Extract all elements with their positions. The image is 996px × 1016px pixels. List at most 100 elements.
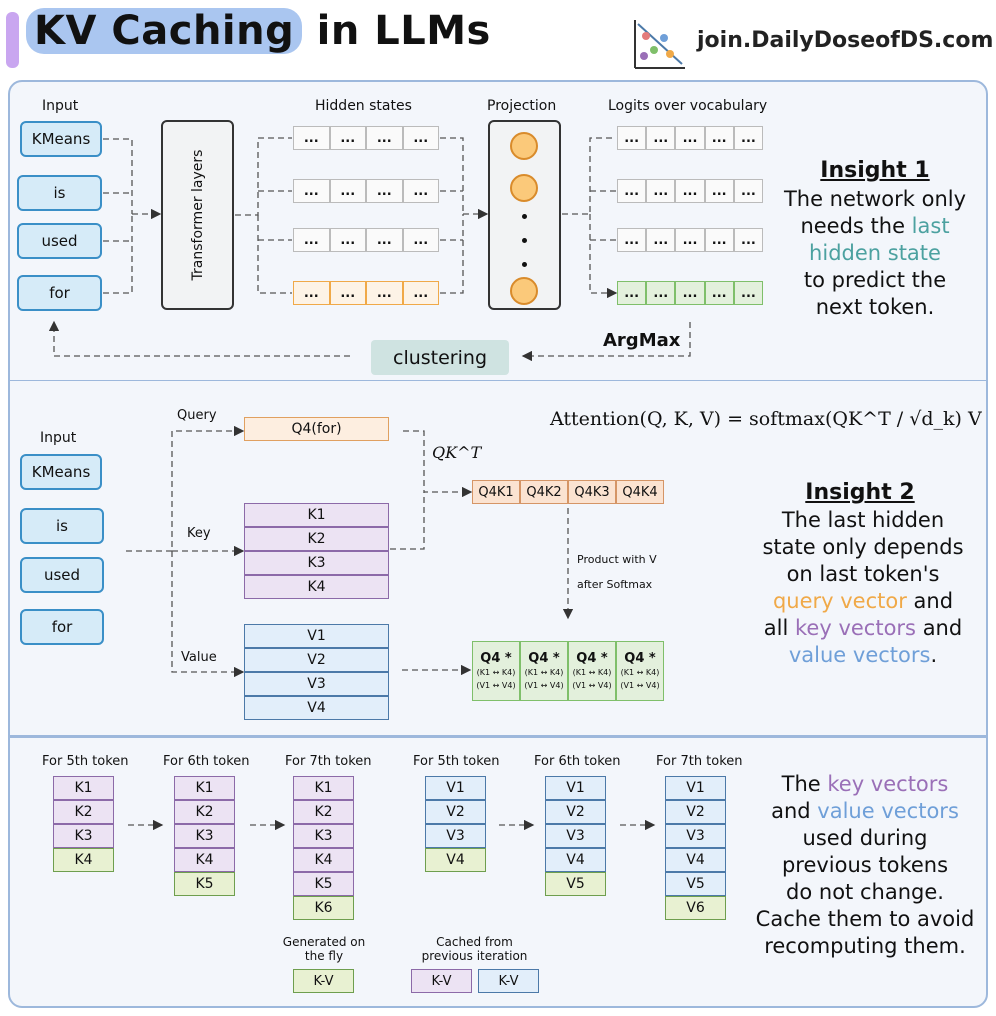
v-cache-cell: V1 [425, 776, 486, 800]
attention-score-cell: Q4K2 [520, 480, 568, 504]
logits-row-3: ............... [617, 228, 764, 252]
insight-1-title: Insight 1 [820, 158, 930, 183]
insight-1-line: The network only [783, 187, 967, 211]
v-new-cell: V6 [665, 896, 726, 920]
logit-cell: ... [646, 228, 676, 252]
attention-output-cell: Q4 *(K1 ↔ K4) (V1 ↔ V4) [520, 641, 568, 701]
attention-output-cell: Q4 *(K1 ↔ K4)(V1 ↔ V4) [472, 641, 520, 701]
output-sub: (V1 ↔ V4) [524, 680, 564, 690]
v-cache-cell: V4 [665, 848, 726, 872]
ellipsis-dot [522, 262, 527, 267]
panel-kv-cache [8, 736, 988, 1008]
insight-2-line: on last token's [786, 562, 940, 586]
legend-generated-label: Generated on the fly [274, 935, 374, 963]
v-stack-7th: V1 V2 V3 V4 V5 V6 [665, 776, 726, 920]
hidden-state-row-2: ............ [293, 179, 439, 203]
v-cache-cell: V5 [665, 872, 726, 896]
p1-token-kmeans: KMeans [20, 121, 102, 157]
insight-2-text: The last hidden state only depends on la… [748, 507, 978, 669]
v-new-cell: V4 [425, 848, 486, 872]
k-cache-cell: K2 [174, 800, 235, 824]
insight-3-line: Cache them to avoid [755, 907, 975, 931]
insight-2-value-highlight: value vectors [788, 643, 931, 667]
product-label-2: after Softmax [577, 578, 653, 591]
p1-token-used: used [17, 223, 102, 259]
hidden-cell: ... [293, 126, 330, 150]
hidden-cell: ... [402, 179, 439, 203]
v-new-cell: V5 [545, 872, 606, 896]
insight-2-text-part: and [916, 616, 963, 640]
value-cell: V1 [244, 624, 389, 648]
value-cell: V4 [244, 696, 389, 720]
key-cell: K2 [244, 527, 389, 551]
k-cache-cell: K4 [174, 848, 235, 872]
k-stack-6th: K1 K2 K3 K4 K5 [174, 776, 235, 896]
brand-url[interactable]: join.DailyDoseofDS.com [697, 28, 994, 53]
value-cell: V2 [244, 648, 389, 672]
hidden-state-row-last: ............ [293, 281, 439, 305]
title-accent-bar [6, 12, 19, 68]
v-label-5th: For 5th token [413, 754, 500, 769]
output-sub: (V1 ↔ V4) [572, 680, 612, 690]
transformer-layers-box: Transformer layers [161, 120, 234, 310]
insight-2-line: The last hidden [781, 508, 945, 532]
key-cell: K3 [244, 551, 389, 575]
legend-generated-line: Generated on [282, 935, 366, 949]
insight-1-line: needs the last [770, 213, 980, 240]
insight-3-text: The key vectors and value vectors used d… [745, 771, 985, 960]
query-vector-box: Q4(for) [244, 417, 389, 441]
hidden-state-row-1: ............ [293, 126, 439, 150]
attention-output-cell: Q4 *(K1 ↔ K4)(V1 ↔ V4) [616, 641, 664, 701]
insight-3-line: previous tokens [781, 853, 949, 877]
hidden-cell: ... [329, 126, 366, 150]
v-cache-cell: V1 [545, 776, 606, 800]
hidden-cell: ... [402, 281, 439, 305]
value-label: Value [181, 650, 217, 665]
logit-cell: ... [617, 228, 647, 252]
insight-2-key-highlight: key vectors [795, 616, 917, 640]
hidden-cell: ... [366, 179, 403, 203]
p2-token-is: is [20, 508, 104, 544]
hidden-cell: ... [293, 228, 330, 252]
insight-2-text-part: and [906, 589, 954, 613]
k-cache-cell: K2 [53, 800, 114, 824]
logit-cell: ... [617, 281, 647, 305]
insight-3-text-part: and [771, 799, 818, 823]
logits-row-1: ............... [617, 126, 764, 150]
logit-cell: ... [733, 281, 764, 305]
v-cache-cell: V2 [545, 800, 606, 824]
legend-cached-line: Cached from [436, 935, 513, 949]
k-cache-cell: K5 [293, 872, 354, 896]
projection-label: Projection [487, 98, 557, 114]
attention-output-cell: Q4 *(K1 ↔ K4) (V1 ↔ V4) [568, 641, 616, 701]
product-label-1: Product with V [577, 553, 657, 566]
neuron-circle [510, 277, 538, 305]
logits-row-2: ............... [617, 179, 764, 203]
title-highlight: KV Caching [26, 8, 303, 54]
key-vectors-stack: K1 K2 K3 K4 [244, 503, 389, 599]
insight-2-line: value vectors. [748, 642, 978, 669]
attention-formula: Attention(Q, K, V) = softmax(QK^T / √d_k… [550, 408, 982, 430]
k-label-7th: For 7th token [285, 754, 372, 769]
logit-cell: ... [617, 126, 647, 150]
insight-2-line: state only depends [762, 535, 964, 559]
hidden-cell: ... [293, 179, 330, 203]
insight-3-text-part: The [781, 772, 828, 796]
logit-cell: ... [646, 281, 676, 305]
insight-1-hidden-state-highlight: hidden state [809, 241, 941, 265]
query-label: Query [177, 408, 217, 423]
k-stack-7th: K1 K2 K3 K4 K5 K6 [293, 776, 354, 920]
output-sub: (K1 ↔ K4) [572, 667, 612, 677]
p2-token-for: for [20, 609, 104, 645]
v-cache-cell: V3 [545, 824, 606, 848]
insight-1-last-highlight: last [911, 214, 950, 238]
page-title: KV Caching in LLMs [26, 8, 491, 54]
legend-cached-label: Cached from previous iteration [412, 935, 537, 963]
output-sub: (K1 ↔ K4) [524, 667, 564, 677]
logits-row-last: ............... [617, 281, 764, 305]
hidden-states-label: Hidden states [315, 98, 412, 114]
output-main: Q4 * [528, 650, 560, 666]
output-main: Q4 * [576, 650, 608, 666]
output-sub: (K1 ↔ K4) [476, 667, 516, 677]
insight-1-line: to predict the [803, 268, 947, 292]
